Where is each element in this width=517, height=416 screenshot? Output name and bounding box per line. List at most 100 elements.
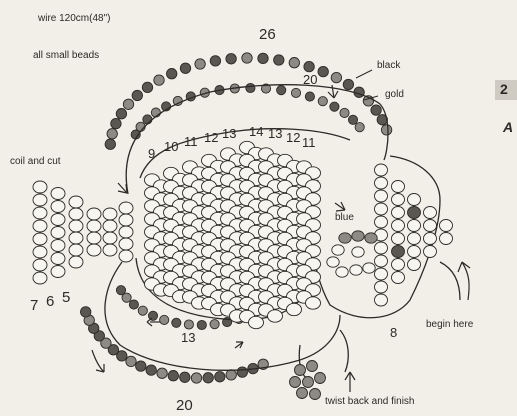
tail-count-7: 7 [30,298,38,313]
tail-bead [69,244,83,256]
end-bead [315,373,326,384]
tail-bead [33,194,47,206]
tail-bead [51,253,65,265]
fin-bead [331,72,341,82]
body-bead [287,303,302,315]
fin-bead [136,361,146,371]
end-bead [303,377,314,388]
mouth-bead [350,265,362,275]
fin-bead [289,58,299,68]
tail-bead [33,272,47,284]
fin-bead [381,125,391,135]
blue-label: blue [335,213,354,223]
head-count: 8 [390,326,397,339]
head-bead [392,207,405,219]
head-bead [375,216,388,228]
wire-length-label: wire 120cm(48") [38,14,110,24]
bottom-outer-count: 20 [176,398,193,413]
side-letter: A [503,120,513,134]
head-bead [375,294,388,306]
tail-bead [69,256,83,268]
head-bead [392,220,405,232]
tail-bead [103,244,117,256]
row-count-8: 12 [286,131,300,144]
side-step-number: 2 [500,82,508,96]
fin-bead [184,320,193,329]
gold-label: gold [385,90,404,100]
mouth-bead [327,257,339,267]
head-bead [392,194,405,206]
tail-bead [119,226,133,238]
head-bead [408,220,421,232]
fin-bead [172,318,181,327]
tail-bead [119,250,133,262]
fin-bead [246,83,255,92]
end-bead [307,361,318,372]
head-bead [375,190,388,202]
fin-bead [138,306,147,315]
tail-bead [87,208,101,220]
fin-bead [318,66,328,76]
body-bead-columns [145,141,321,328]
tail-bead [33,259,47,271]
fin-bead [168,371,178,381]
head-bead [440,220,453,232]
fin-bead [143,115,152,124]
top-inner-count: 20 [303,73,317,86]
fin-bead [348,115,357,124]
fin-bead [274,55,284,65]
top-fin-inner-bead-row [131,83,364,139]
begin-here-label: begin here [426,320,473,330]
head-bead-rows [375,164,453,306]
tail-bead [51,188,65,200]
mouth-bead [352,231,364,241]
head-bead [424,233,437,245]
mouth-bead [336,267,348,277]
mouth-bead [352,247,364,257]
fin-bead [355,123,364,132]
fin-bead [277,86,286,95]
head-bead [408,194,421,206]
fin-bead [129,300,138,309]
end-bead [310,389,321,400]
head-bead [392,246,405,258]
fin-bead [157,368,167,378]
twist-end-cluster [290,361,326,400]
head-bead [392,233,405,245]
tail-bead [33,246,47,258]
head-bead [375,268,388,280]
fin-bead [197,320,206,329]
body-bead [268,310,283,322]
tail-bead [87,232,101,244]
tail-count-6: 6 [46,294,54,309]
fin-bead [146,365,156,375]
end-bead [295,365,306,376]
tail-bead [87,220,101,232]
tail-bead [33,233,47,245]
tail-bead [51,201,65,213]
fin-bead [195,59,205,69]
head-bead [375,281,388,293]
tail-bead [33,181,47,193]
row-count-7: 13 [268,127,282,140]
head-bead [392,181,405,193]
fin-bead [215,372,225,382]
head-bead [408,207,421,219]
fin-bead [305,92,314,101]
tail-bead [33,207,47,219]
fin-bead [343,79,353,89]
fin-bead [304,61,314,71]
fin-bead [371,105,381,115]
fin-bead [154,75,164,85]
black-label: black [377,61,400,71]
row-count-2: 10 [164,140,178,153]
fin-bead [330,102,339,111]
row-count-6: 14 [249,125,263,138]
fin-bead [126,356,136,366]
tail-bead [69,208,83,220]
head-bead [375,164,388,176]
bottom-inner-count: 13 [181,331,195,344]
head-bead [408,259,421,271]
fin-bead [226,370,236,380]
fin-bead [226,54,236,64]
